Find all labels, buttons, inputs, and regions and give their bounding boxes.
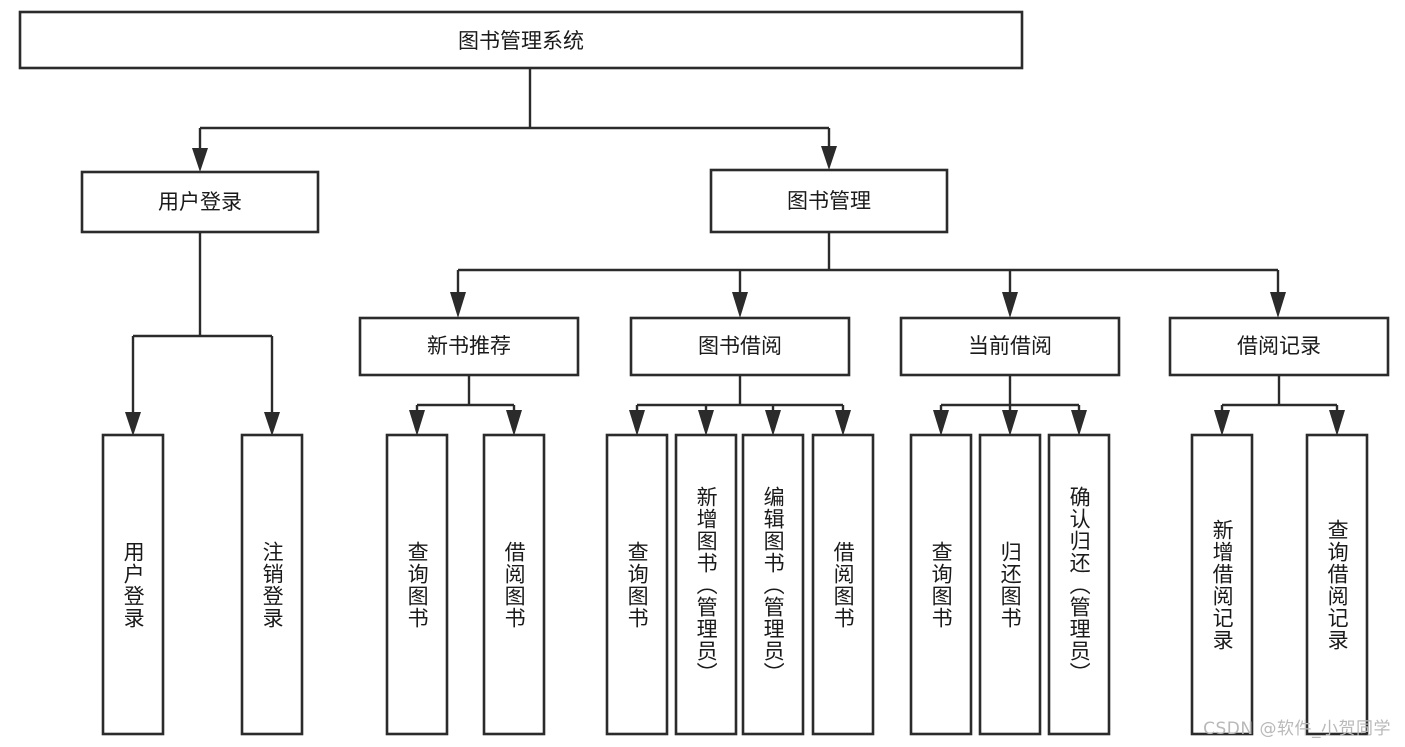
node-label-borrow-record: 借阅记录 bbox=[1237, 334, 1321, 358]
node-box-leaf-add-book[interactable] bbox=[674, 433, 738, 736]
arrow-head-leaf-add-book bbox=[698, 410, 714, 436]
node-box-leaf-user-login[interactable] bbox=[101, 433, 165, 736]
node-box-leaf-confirm-return[interactable] bbox=[1047, 433, 1111, 736]
node-box-leaf-query-book-2[interactable] bbox=[605, 433, 669, 736]
arrow-head-leaf-query-record bbox=[1329, 410, 1345, 436]
arrow-head-borrow-record bbox=[1270, 292, 1286, 318]
node-box-leaf-borrow-book-1[interactable] bbox=[482, 433, 546, 736]
arrow-head-leaf-logout-login bbox=[264, 412, 280, 436]
arrow-head-book-manage bbox=[821, 146, 837, 170]
node-box-leaf-add-record[interactable] bbox=[1190, 433, 1254, 736]
arrow-head-leaf-add-record bbox=[1214, 410, 1230, 436]
node-box-leaf-borrow-book-2[interactable] bbox=[811, 433, 875, 736]
arrow-head-leaf-confirm-return bbox=[1071, 410, 1087, 436]
node-group: 图书管理系统 用户登录 图书管理 新书推荐 图书借阅 当前借阅 借阅记录 bbox=[18, 10, 1390, 736]
node-label-book-borrow: 图书借阅 bbox=[698, 334, 782, 358]
arrow-head-book-borrow bbox=[732, 292, 748, 318]
node-box-leaf-query-book-1[interactable] bbox=[385, 433, 449, 736]
node-box-leaf-return-book[interactable] bbox=[978, 433, 1042, 736]
node-label-book-manage: 图书管理 bbox=[787, 189, 871, 213]
arrow-head-leaf-query-book-3 bbox=[933, 410, 949, 436]
arrow-head-leaf-user-login bbox=[125, 412, 141, 436]
node-box-user-login[interactable] bbox=[80, 170, 320, 234]
node-box-book-manage[interactable] bbox=[709, 168, 949, 234]
node-box-leaf-edit-book[interactable] bbox=[741, 433, 805, 736]
node-label-root: 图书管理系统 bbox=[458, 29, 584, 53]
node-box-leaf-logout-login[interactable] bbox=[240, 433, 304, 736]
arrow-head-leaf-query-book-2 bbox=[629, 410, 645, 436]
node-label-new-book-rec: 新书推荐 bbox=[427, 334, 511, 358]
node-label-user-login: 用户登录 bbox=[158, 190, 242, 214]
arrow-head-leaf-return-book bbox=[1002, 410, 1018, 436]
node-box-leaf-query-book-3[interactable] bbox=[909, 433, 973, 736]
arrow-head-current-borrow bbox=[1002, 292, 1018, 318]
node-label-current-borrow: 当前借阅 bbox=[968, 334, 1052, 358]
arrow-head-leaf-borrow-book-2 bbox=[835, 410, 851, 436]
node-box-borrow-record[interactable] bbox=[1168, 316, 1390, 377]
node-box-leaf-query-record[interactable] bbox=[1305, 433, 1369, 736]
arrow-head-leaf-edit-book bbox=[765, 410, 781, 436]
arrow-head-leaf-query-book-1 bbox=[409, 410, 425, 436]
arrow-head-user-login bbox=[192, 148, 208, 172]
node-box-current-borrow[interactable] bbox=[899, 316, 1121, 377]
node-box-book-borrow[interactable] bbox=[629, 316, 851, 377]
node-box-root[interactable] bbox=[18, 10, 1024, 70]
arrow-head-new-book-rec bbox=[450, 292, 466, 318]
arrow-head-leaf-borrow-book-1 bbox=[506, 410, 522, 436]
csdn-watermark: CSDN @软件_小贺同学 bbox=[1203, 719, 1391, 739]
connector-group bbox=[125, 68, 1345, 436]
node-box-new-book-rec[interactable] bbox=[358, 316, 580, 377]
